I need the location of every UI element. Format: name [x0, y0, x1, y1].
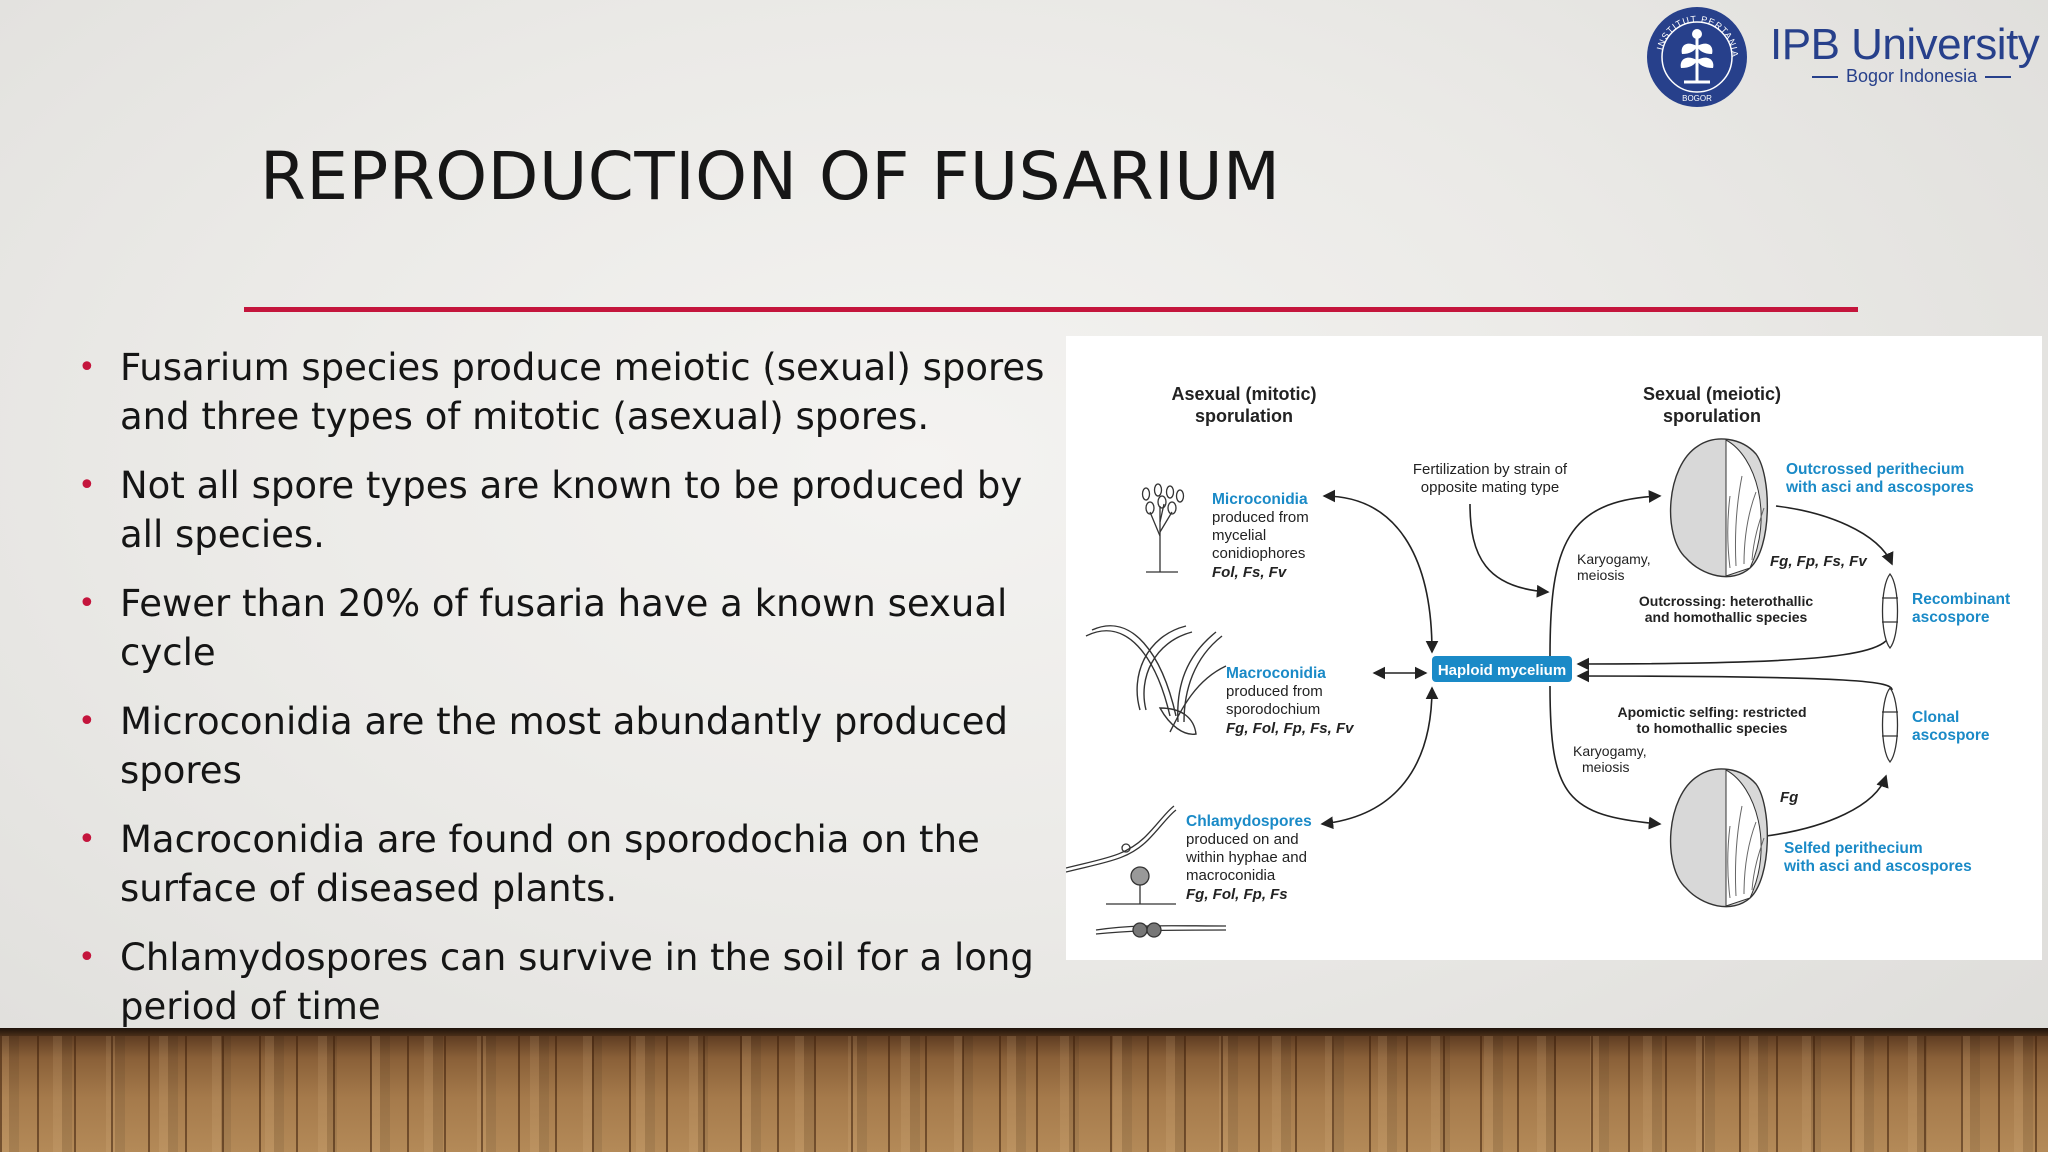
- title-divider: [244, 307, 1858, 312]
- macroconidia-title: Macroconidia: [1226, 665, 1326, 682]
- outcrossing-line1: Outcrossing: heterothallic: [1639, 593, 1813, 609]
- microconidia-species: Fol, Fs, Fv: [1212, 564, 1288, 581]
- bullet-text: Microconidia are the most abundantly pro…: [120, 700, 1008, 792]
- recombinant-line1: Recombinant: [1912, 591, 2010, 608]
- microconidia-title: Microconidia: [1212, 491, 1308, 508]
- logo-name: IPB University: [1770, 20, 2040, 69]
- chlamydospores-line: macroconidia: [1186, 867, 1276, 884]
- sexual-heading-line2: sporulation: [1663, 406, 1761, 426]
- bullet-item: • Chlamydospores can survive in the soil …: [78, 933, 1068, 1031]
- bullet-text: Not all spore types are known to be prod…: [120, 464, 1023, 556]
- ipb-logo: INSTITUT PERTANIAN BOGOR IPB University …: [1646, 6, 2040, 108]
- bullet-text: Fewer than 20% of fusaria have a known s…: [120, 582, 1008, 674]
- macroconidia-species: Fg, Fol, Fp, Fs, Fv: [1226, 720, 1355, 737]
- karyogamy-bottom-line1: Karyogamy,: [1573, 743, 1647, 759]
- bullet-item: • Fewer than 20% of fusaria have a known …: [78, 579, 1068, 677]
- outcrossed-species: Fg, Fp, Fs, Fv: [1770, 553, 1868, 570]
- apomictic-line1: Apomictic selfing: restricted: [1617, 704, 1806, 720]
- bullet-item: • Fusarium species produce meiotic (sexua…: [78, 343, 1068, 441]
- fertilization-line2: opposite mating type: [1421, 479, 1559, 496]
- outcrossed-perithecium-drawing: [1669, 438, 1768, 578]
- macroconidia-drawing: [1085, 625, 1227, 735]
- clonal-line2: ascospore: [1912, 727, 1990, 744]
- sexual-heading-line1: Sexual (meiotic): [1643, 384, 1781, 404]
- chlamydospores-line: within hyphae and: [1185, 849, 1307, 866]
- bullet-dot-icon: •: [78, 586, 96, 621]
- chlamydospores-line: produced on and: [1186, 831, 1299, 848]
- haploid-mycelium-label: Haploid mycelium: [1438, 662, 1566, 679]
- outcrossed-line2: with asci and ascospores: [1785, 479, 1974, 496]
- life-cycle-diagram: Asexual (mitotic) sporulation Sexual (me…: [1066, 384, 2010, 938]
- outcrossing-line2: and homothallic species: [1645, 609, 1808, 625]
- fertilization-line1: Fertilization by strain of: [1413, 461, 1568, 478]
- chlamydospores-species: Fg, Fol, Fp, Fs: [1186, 886, 1288, 903]
- logo-subtitle: Bogor Indonesia: [1804, 66, 2019, 87]
- selfed-line2: with asci and ascospores: [1783, 858, 1972, 875]
- slide-title: REPRODUCTION OF FUSARIUM: [260, 138, 1281, 215]
- recombinant-line2: ascospore: [1912, 609, 1990, 626]
- svg-text:BOGOR: BOGOR: [1682, 94, 1712, 103]
- bullet-dot-icon: •: [78, 468, 96, 503]
- bullet-dot-icon: •: [78, 822, 96, 857]
- microconidia-line: mycelial: [1212, 527, 1266, 544]
- bullet-item: • Not all spore types are known to be pro…: [78, 461, 1068, 559]
- fusarium-life-cycle-figure: Asexual (mitotic) sporulation Sexual (me…: [1066, 336, 2042, 960]
- clonal-ascospore-drawing: [1881, 686, 1899, 764]
- asexual-heading-line1: Asexual (mitotic): [1171, 384, 1316, 404]
- karyogamy-top-line2: meiosis: [1577, 567, 1624, 583]
- bullet-dot-icon: •: [78, 704, 96, 739]
- microconidia-line: produced from: [1212, 509, 1309, 526]
- karyogamy-bottom-line2: meiosis: [1582, 759, 1629, 775]
- sexual-arrows: [1549, 490, 1894, 837]
- bullet-dot-icon: •: [78, 940, 96, 975]
- bullet-item: • Macroconidia are found on sporodochia o…: [78, 815, 1068, 913]
- karyogamy-top-line1: Karyogamy,: [1577, 551, 1651, 567]
- outcrossed-line1: Outcrossed perithecium: [1786, 461, 1964, 478]
- asexual-heading-line2: sporulation: [1195, 406, 1293, 426]
- chlamydospores-title: Chlamydospores: [1186, 813, 1312, 830]
- macroconidia-line: produced from: [1226, 683, 1323, 700]
- bullet-text: Chlamydospores can survive in the soil f…: [120, 936, 1034, 1028]
- bullet-text: Fusarium species produce meiotic (sexual…: [120, 346, 1045, 438]
- selfed-perithecium-drawing: [1669, 768, 1768, 908]
- clonal-line1: Clonal: [1912, 709, 1959, 726]
- chlamydospore-drawing: [1066, 805, 1227, 938]
- selfed-line1: Selfed perithecium: [1784, 840, 1923, 857]
- microconidia-drawing: [1141, 483, 1185, 573]
- bullet-item: • Microconidia are the most abundantly pr…: [78, 697, 1068, 795]
- haploid-mycelium-box: [1432, 656, 1572, 682]
- selfed-species: Fg: [1780, 789, 1798, 806]
- microconidia-line: conidiophores: [1212, 545, 1305, 562]
- bullet-text: Macroconidia are found on sporodochia on…: [120, 818, 980, 910]
- bullet-list: • Fusarium species produce meiotic (sexua…: [78, 343, 1068, 1051]
- asexual-arrows: [1320, 489, 1439, 830]
- ipb-seal-icon: INSTITUT PERTANIAN BOGOR: [1646, 6, 1747, 107]
- bullet-dot-icon: •: [78, 350, 96, 385]
- macroconidia-line: sporodochium: [1226, 701, 1320, 718]
- wood-floor-decoration: [0, 1028, 2048, 1152]
- apomictic-line2: to homothallic species: [1637, 720, 1788, 736]
- recombinant-ascospore-drawing: [1881, 572, 1899, 650]
